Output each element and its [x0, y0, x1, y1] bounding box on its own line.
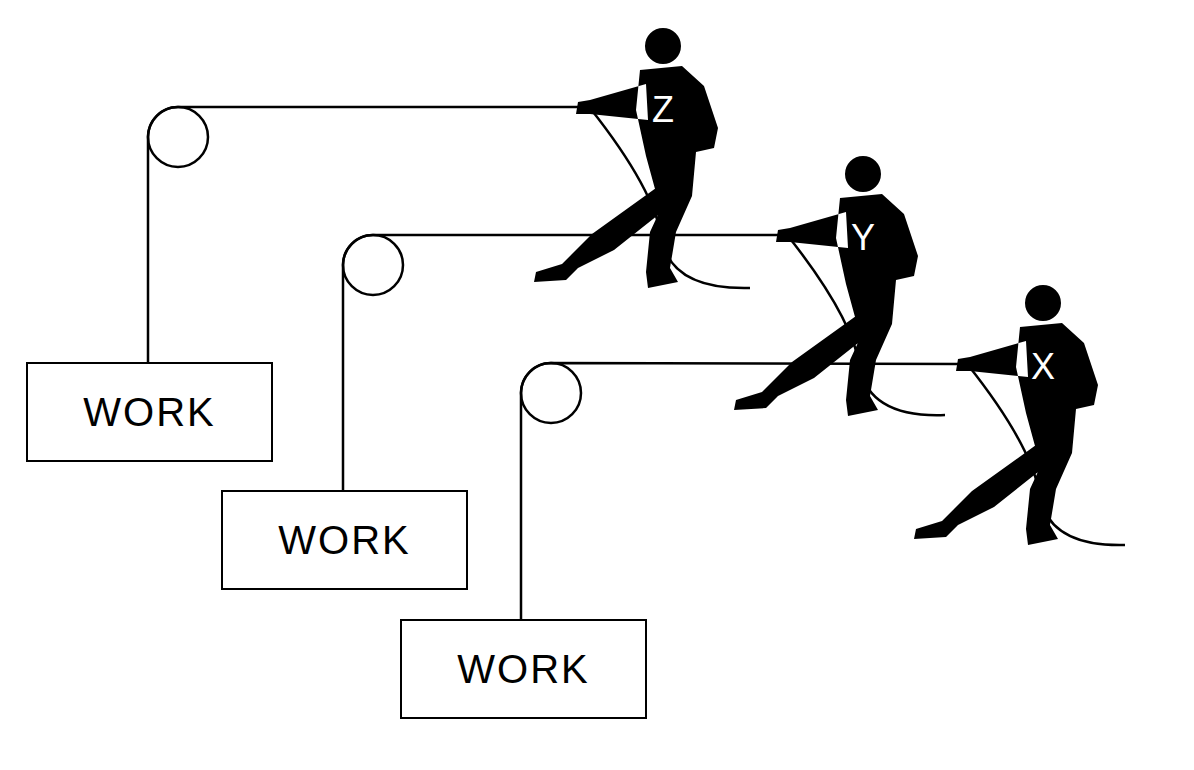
- work-box: WORK: [26, 362, 273, 462]
- person-silhouette: Z: [530, 28, 720, 293]
- work-box: WORK: [221, 490, 468, 590]
- box-label: WORK: [457, 647, 589, 691]
- person-figure: [730, 156, 920, 421]
- box-label: WORK: [278, 518, 410, 562]
- person-letter: X: [1028, 349, 1058, 385]
- person-figure: [530, 28, 720, 293]
- person-shape: [734, 156, 918, 416]
- person-letter: Y: [848, 220, 878, 256]
- person-figure: [910, 285, 1100, 550]
- person-silhouette: X: [910, 285, 1100, 550]
- box-label: WORK: [83, 390, 215, 434]
- person-shape: [534, 28, 718, 288]
- work-box: WORK: [400, 619, 647, 719]
- person-shape: [914, 285, 1098, 545]
- person-letter: Z: [648, 92, 678, 128]
- person-silhouette: Y: [730, 156, 920, 421]
